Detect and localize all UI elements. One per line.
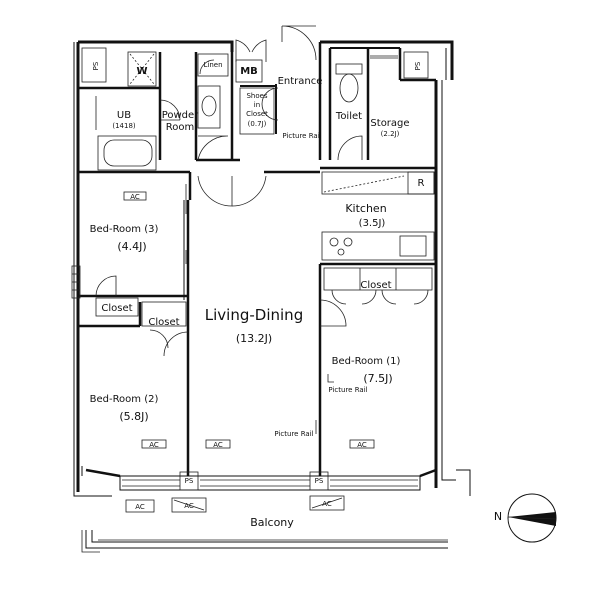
toilet-label: Toilet [335,111,362,122]
bed3-size: (4.4J) [117,240,146,253]
storage-size: (2.2J) [381,130,400,138]
living-dining-label: Living-Dining [205,306,303,324]
shoes-closet-line3: Closet [246,110,268,118]
entrance-label: Entrance [278,76,323,87]
ac-bed3: AC [130,193,140,201]
compass-north-label: N [494,510,502,523]
kitchen-label: Kitchen [345,202,386,215]
ub-label: UB [117,110,131,121]
picture-rail-entrance: Picture Rail [282,132,321,140]
powder-room-line2: Room [166,122,194,133]
picture-rail-living: Picture Rail [274,430,313,438]
ac-bed2: AC [149,441,159,449]
ps-balcony-right: PS [315,477,324,485]
ps-top-left-label: PS [92,61,100,70]
shoes-closet-line2: in [254,101,260,109]
ac-living: AC [213,441,223,449]
ac-balcony-1: AC [135,503,145,511]
doors [95,25,429,357]
fixtures [71,47,435,513]
bed3-label: Bed-Room (3) [90,224,159,235]
linen-label: Linen [203,61,222,69]
mb-label: MB [240,66,258,77]
bed2-label: Bed-Room (2) [90,394,159,405]
closet-left-label: Closet [101,303,132,314]
compass: N [494,493,557,543]
shoes-closet-line1: Shoes [246,92,267,100]
ub-size: (1418) [112,122,136,130]
balcony-label: Balcony [250,516,294,529]
ps-top-right-label: PS [414,61,422,70]
ac-balcony-2: AC [184,502,194,510]
bed2-size: (5.8J) [119,410,148,423]
ac-bed1: AC [357,441,367,449]
bed1-label: Bed-Room (1) [332,356,401,367]
labels: PS PS W Linen MB Entrance Shoes in Close… [90,61,425,529]
washer-label: W [136,66,147,77]
ac-balcony-3: AC [322,500,332,508]
ps-balcony-left: PS [185,477,194,485]
compass-needle [508,512,556,526]
closet-mid-label: Closet [148,317,179,328]
refrigerator-label: R [418,178,425,189]
outer-walls [73,40,471,553]
closet-right-label: Closet [360,280,391,291]
powder-room-line1: Powder [162,110,199,121]
living-dining-size: (13.2J) [236,332,272,345]
picture-rail-bed1: Picture Rail [328,386,367,394]
kitchen-size: (3.5J) [359,218,386,229]
shoes-closet-size: (0.7J) [248,120,267,128]
bed1-size: (7.5J) [363,372,392,385]
interior-walls [78,42,437,478]
storage-label: Storage [370,118,409,129]
